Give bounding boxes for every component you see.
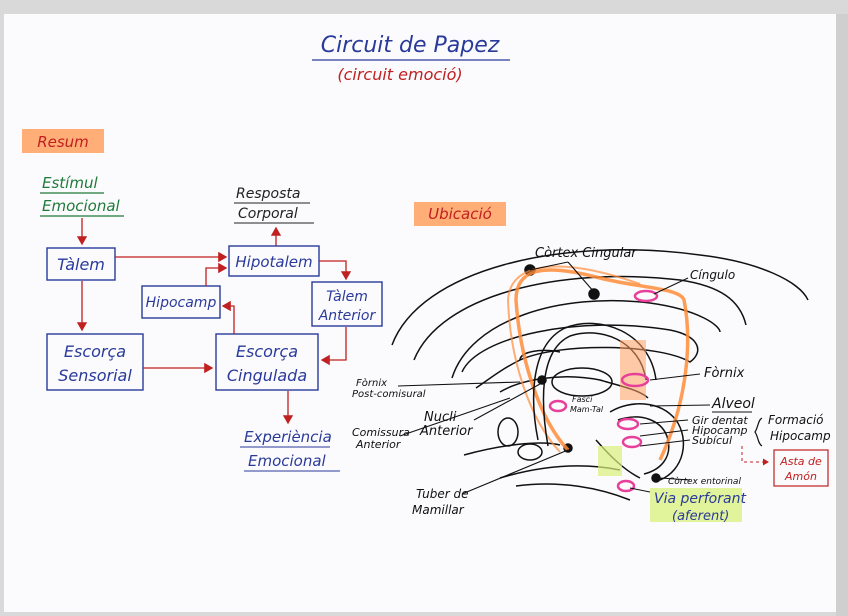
label-hipotalem: Hipotalem <box>235 253 312 271</box>
response-line2: Corporal <box>238 206 298 222</box>
label-comissura-2: Anterior <box>355 438 402 451</box>
label-escorca-sensorial-1: Escorça <box>64 342 126 361</box>
label-via-perforant: Via perforant <box>654 491 746 507</box>
label-fornix-post-1: Fòrnix <box>356 377 387 389</box>
label-escorca-sensorial-2: Sensorial <box>58 366 132 385</box>
label-hipocamp: Hipocamp <box>146 295 217 311</box>
green-highlight <box>598 446 622 476</box>
stimulus-line1: Estímul <box>42 174 98 192</box>
label-escorca-cingulada-2: Cingulada <box>227 366 307 385</box>
label-escorca-cingulada-1: Escorça <box>236 342 298 361</box>
papez-flowchart: Estímul Emocional Resposta Corporal Tàle… <box>40 174 383 472</box>
papez-circuit-path <box>514 268 690 461</box>
label-cingulo: Cíngulo <box>690 268 735 282</box>
stimulus-line2: Emocional <box>42 197 121 215</box>
label-cortex-cingular: Còrtex Cingular <box>535 246 638 261</box>
label-tuber-2: Mamillar <box>412 503 465 517</box>
response-line1: Resposta <box>236 186 300 202</box>
box-hipocamp <box>141 285 221 319</box>
label-fornix-right: Fòrnix <box>704 366 745 381</box>
box-talem-anterior <box>311 281 383 327</box>
experience-line2: Emocional <box>248 452 327 470</box>
label-nucli-anterior-2: Anterior <box>419 424 474 439</box>
label-cortex-entorinal: Còrtex entorinal <box>668 476 741 487</box>
experience-line1: Experiència <box>244 428 332 446</box>
label-formacio: Formació <box>768 413 824 427</box>
page-subtitle: (circuit emoció) <box>337 65 462 84</box>
label-fornix-post-2: Post-comisural <box>352 389 426 400</box>
label-tuber-1: Tuber de <box>416 487 468 501</box>
label-asta-1: Asta de <box>779 455 822 468</box>
label-subicul: Subícul <box>692 434 732 447</box>
summary-highlight <box>22 129 104 153</box>
label-alveol: Alveol <box>711 396 755 412</box>
label-talem: Tàlem <box>57 255 105 274</box>
location-heading: Ubicació <box>428 205 492 223</box>
box-escorca-sensorial <box>46 333 144 391</box>
label-nucli-anterior-1: Nucli <box>424 410 457 425</box>
label-leaders <box>397 261 711 495</box>
location-highlight <box>414 202 506 226</box>
label-hipocamp-small: Hipocamp <box>692 424 748 437</box>
via-perforant-note: Via perforant (aferent) <box>650 488 746 524</box>
cortex-outline <box>391 249 809 346</box>
label-gir-dentat: Gir dentat <box>692 414 748 427</box>
page-title: Circuit de Papez <box>321 33 500 58</box>
box-escorca-cingulada <box>215 333 319 391</box>
label-aferent: (aferent) <box>672 509 729 524</box>
label-talem-anterior-2: Anterior <box>318 308 377 324</box>
label-fasci-2: Mam-Tal <box>570 405 604 414</box>
label-fasci-1: Fasci <box>572 395 593 404</box>
label-formacio-hipocamp: Hipocamp <box>770 429 831 443</box>
summary-heading: Resum <box>37 133 89 151</box>
label-comissura-1: Comissura <box>352 426 410 439</box>
pink-markers <box>548 289 659 493</box>
box-talem <box>46 247 116 281</box>
brain-labels: Còrtex Cingular Cíngulo Fòrnix Alveol Gi… <box>352 246 831 517</box>
label-asta-2: Amón <box>784 470 817 483</box>
asta-amon-note: Asta de Amón <box>741 446 829 487</box>
label-talem-anterior-1: Tàlem <box>326 289 368 305</box>
